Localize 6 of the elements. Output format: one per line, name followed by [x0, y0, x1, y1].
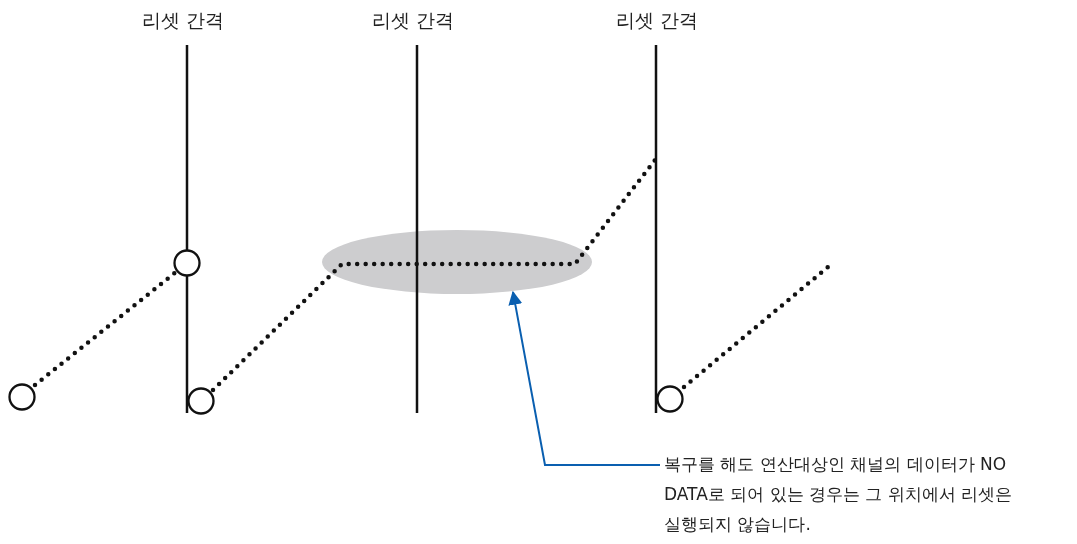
interval-label: 리셋 간격 [372, 8, 454, 33]
interval-label: 리셋 간격 [616, 8, 698, 33]
interval-label: 리셋 간격 [142, 8, 224, 33]
leader-arrow [508, 290, 661, 466]
note-text: 복구를 해도 연산대상인 채널의 데이터가 NO DATA로 되어 있는 경우는 그 위치에서 리셋은 실행되지 않습니다. [664, 449, 1064, 539]
highlight-ellipse [322, 230, 592, 294]
